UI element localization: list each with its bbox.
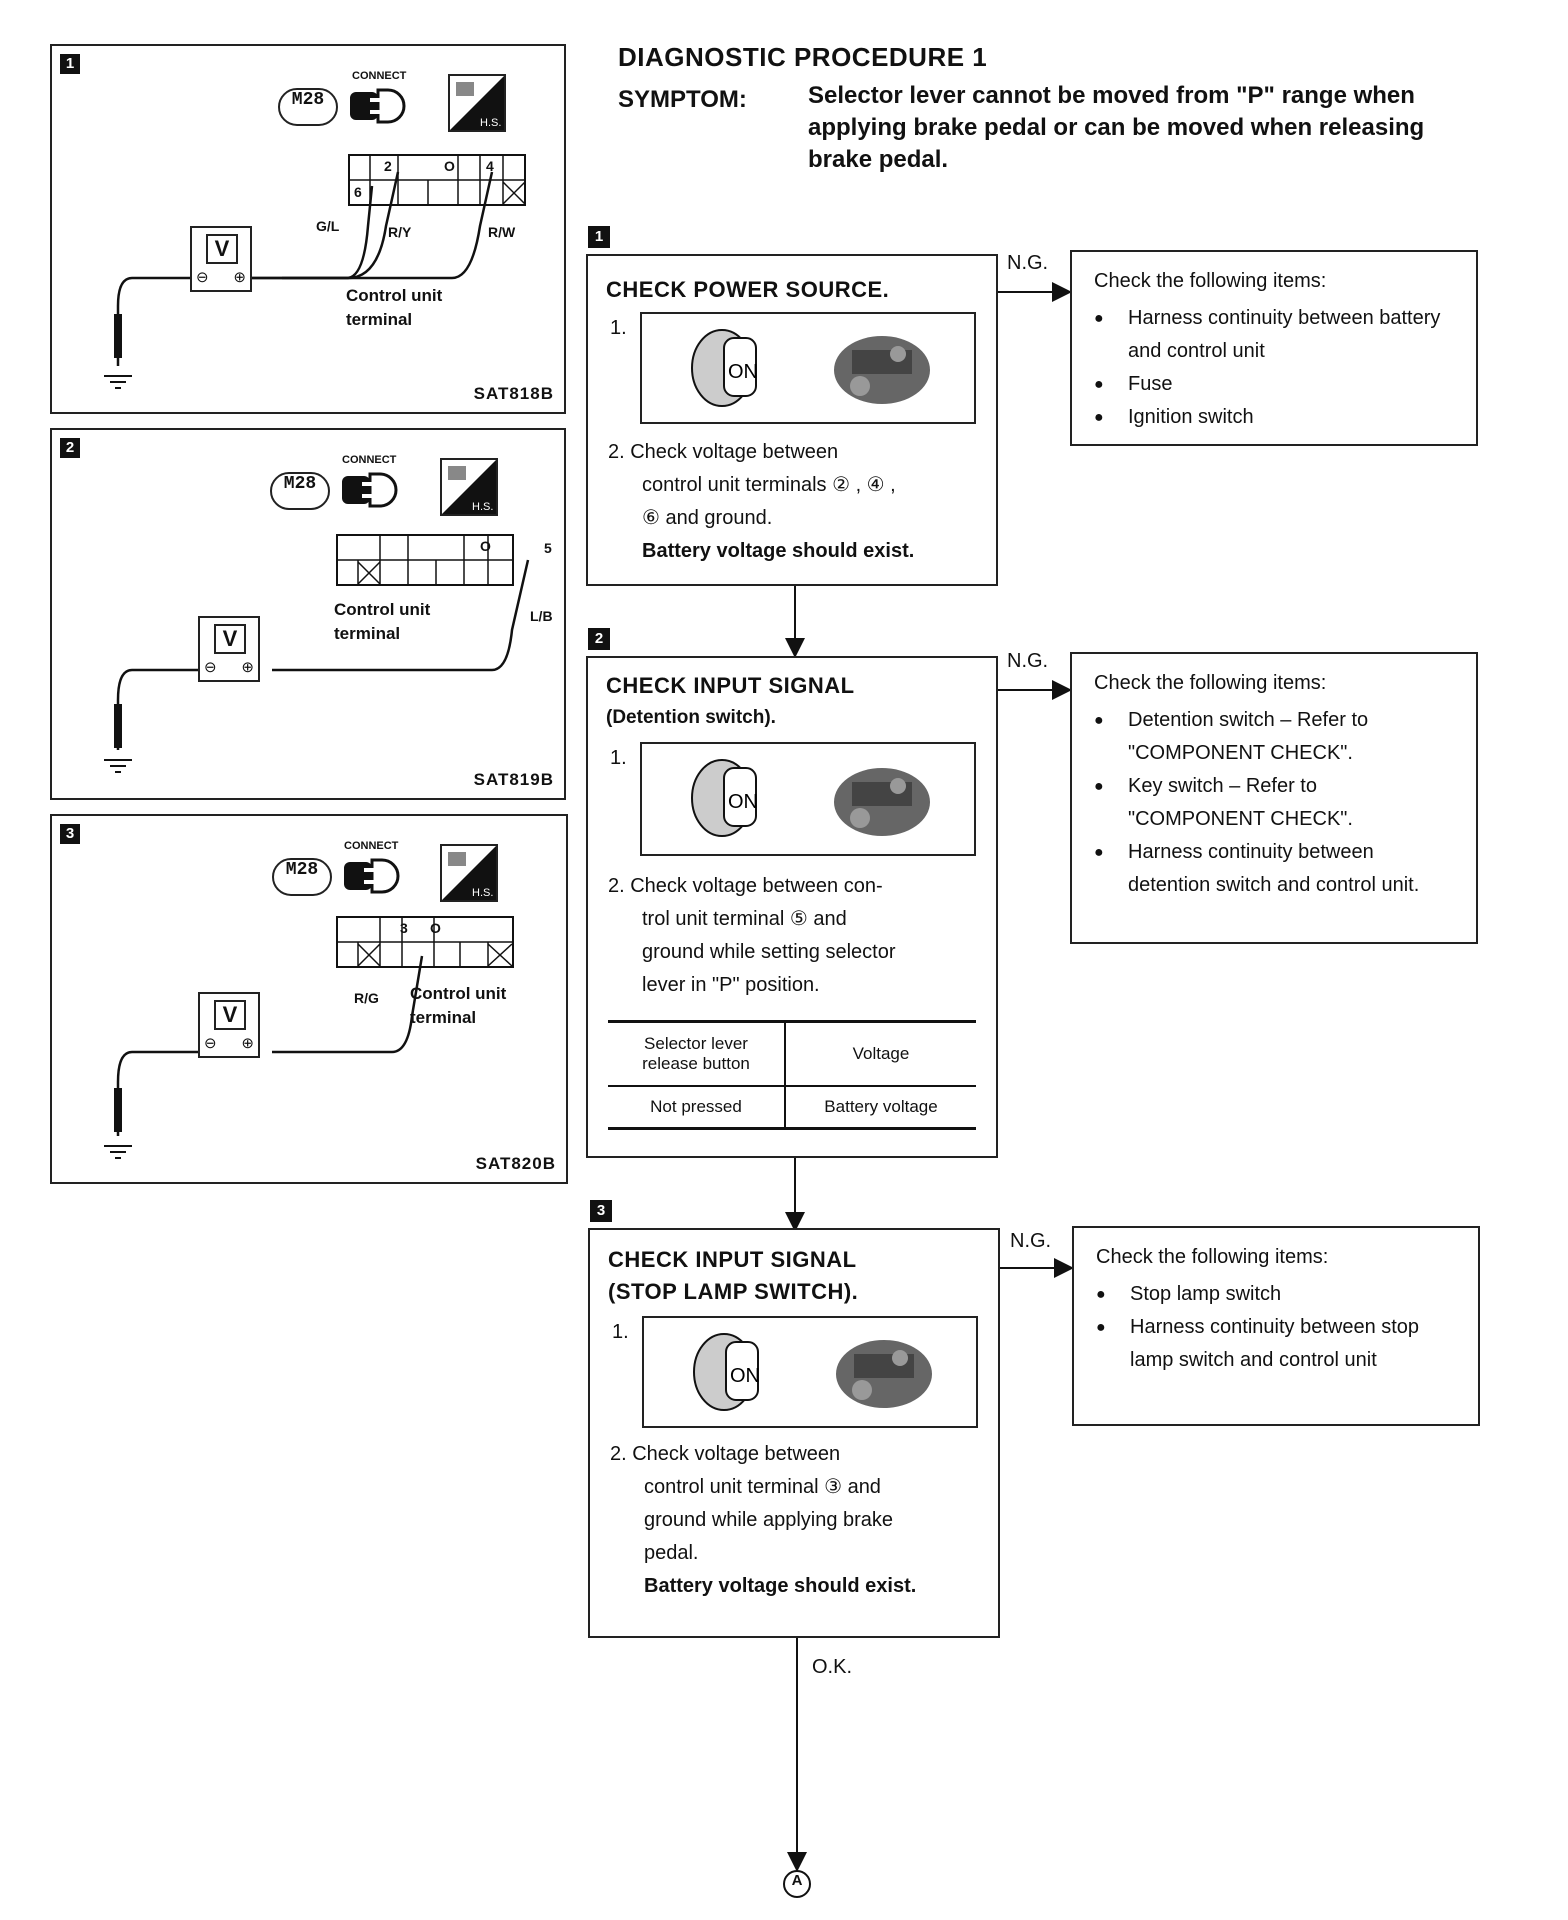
wire-color-rw: R/W: [488, 224, 516, 240]
terminal-2: 2: [384, 158, 392, 174]
wire-color-gl: G/L: [316, 218, 340, 234]
wiring-lines: [104, 171, 494, 389]
connector-id: M28: [272, 858, 332, 896]
terminal-block: [336, 916, 514, 968]
symptom-label: SYMPTOM:: [618, 86, 747, 113]
wire-color-rg: R/G: [354, 990, 379, 1006]
figure-code: SAT818B: [473, 384, 554, 403]
voltmeter: V ⊖ ⊕: [190, 226, 252, 292]
voltmeter: V ⊖ ⊕: [198, 616, 260, 682]
connector-id: M28: [278, 88, 338, 126]
voltmeter: V ⊖ ⊕: [198, 992, 260, 1058]
step-number: 2: [588, 628, 610, 650]
wiring-panel-1: 1 M28 CONNECT H.S. 6 2 O 4 G/L R/Y R/W V…: [50, 44, 566, 414]
step-box-2: CHECK INPUT SIGNAL (Detention switch). 1…: [586, 656, 998, 1158]
check-list: Stop lamp switch Harness continuity betw…: [1096, 1278, 1466, 1377]
terminal-o: O: [480, 538, 491, 554]
ignition-on-illustration: ON: [640, 312, 976, 424]
terminal-o: O: [444, 158, 455, 174]
terminal-block: [348, 154, 526, 206]
ng-label: N.G.: [1007, 650, 1049, 672]
check-items-box-3: Check the following items: Stop lamp swi…: [1072, 1226, 1480, 1426]
list-item: Detention switch – Refer to "COMPONENT C…: [1094, 704, 1454, 770]
list-item: Stop lamp switch: [1096, 1278, 1466, 1311]
step-title: CHECK INPUT SIGNAL (Detention switch).: [606, 673, 855, 728]
wire-color-lb: L/B: [530, 608, 553, 624]
harness-side-icon: H.S.: [440, 844, 498, 902]
check-items-box-1: Check the following items: Harness conti…: [1070, 250, 1478, 446]
step-instruction: 2. Check voltage between control unit te…: [608, 441, 915, 562]
table-header: Selector lever release button: [608, 1021, 786, 1086]
step-box-3: CHECK INPUT SIGNAL (STOP LAMP SWITCH). 1…: [588, 1228, 1000, 1638]
svg-text:ON: ON: [730, 1365, 760, 1387]
ignition-on-illustration: ON: [640, 742, 976, 856]
panel-number: 3: [60, 824, 80, 844]
panel-number: 2: [60, 438, 80, 458]
step-number: 1: [588, 226, 610, 248]
connector-plug-icon: [344, 858, 400, 894]
figure-code: SAT820B: [475, 1154, 556, 1173]
step-instruction: 2. Check voltage between control unit te…: [610, 1443, 917, 1597]
svg-text:ON: ON: [728, 791, 758, 813]
connector-plug-icon: [350, 88, 406, 124]
wiring-lines: [104, 955, 424, 1159]
ok-label: O.K.: [812, 1656, 853, 1678]
connect-label: CONNECT: [342, 454, 397, 466]
step-box-1: CHECK POWER SOURCE. 1. ON 2. Check volta…: [586, 254, 998, 586]
list-item: Key switch – Refer to "COMPONENT CHECK".: [1094, 770, 1454, 836]
list-item: Harness continuity between detention swi…: [1094, 836, 1454, 902]
page-title: DIAGNOSTIC PROCEDURE 1: [618, 42, 988, 72]
list-item: Ignition switch: [1094, 401, 1464, 434]
symptom-text: Selector lever cannot be moved from "P" …: [808, 82, 1425, 173]
harness-side-icon: H.S.: [448, 74, 506, 132]
wiring-lines: [104, 559, 530, 773]
ng-label: N.G.: [1007, 252, 1049, 274]
hs-label: H.S.: [480, 117, 501, 129]
connector-id: M28: [270, 472, 330, 510]
ignition-on-illustration: ON: [642, 1316, 978, 1428]
harness-side-icon: H.S.: [440, 458, 498, 516]
figure-code: SAT819B: [473, 770, 554, 789]
panel-number: 1: [60, 54, 80, 74]
wiring-panel-3: 3 M28 CONNECT H.S. 3 O R/G V ⊖ ⊕ Control…: [50, 814, 568, 1184]
table-cell: Not pressed: [608, 1086, 786, 1129]
check-items-box-2: Check the following items: Detention swi…: [1070, 652, 1478, 944]
svg-text:ON: ON: [728, 361, 758, 383]
step-instruction: 2. Check voltage between con- trol unit …: [608, 875, 896, 996]
connect-label: CONNECT: [352, 70, 407, 82]
connector-plug-icon: [342, 472, 398, 508]
voltage-table: Selector lever release button Voltage No…: [608, 1020, 976, 1130]
wiring-panel-2: 2 M28 CONNECT H.S. O 5 L/B V ⊖ ⊕ Control…: [50, 428, 566, 800]
svg-text:H.S.: H.S.: [472, 501, 493, 513]
step-title: CHECK POWER SOURCE.: [606, 277, 890, 302]
connect-label: CONNECT: [344, 840, 399, 852]
terminal-3: 3: [400, 920, 408, 936]
check-list: Detention switch – Refer to "COMPONENT C…: [1094, 704, 1454, 902]
table-header: Voltage: [852, 1044, 910, 1063]
ng-label: N.G.: [1010, 1230, 1052, 1252]
table-cell: Battery voltage: [824, 1097, 938, 1116]
svg-text:H.S.: H.S.: [472, 887, 493, 899]
terminal-4: 4: [486, 158, 494, 174]
wire-color-ry: R/Y: [388, 224, 412, 240]
connector-ref-a: A: [783, 1870, 811, 1898]
terminal-block: [336, 534, 514, 586]
list-item: Harness continuity between stop lamp swi…: [1096, 1311, 1466, 1377]
step-title: CHECK INPUT SIGNAL (STOP LAMP SWITCH).: [608, 1247, 859, 1304]
list-item: Harness continuity between battery and c…: [1094, 302, 1464, 368]
terminal-6: 6: [354, 184, 362, 200]
step-number: 3: [590, 1200, 612, 1222]
terminal-o: O: [430, 920, 441, 936]
check-list: Harness continuity between battery and c…: [1094, 302, 1464, 434]
terminal-5: 5: [544, 540, 552, 556]
list-item: Fuse: [1094, 368, 1464, 401]
